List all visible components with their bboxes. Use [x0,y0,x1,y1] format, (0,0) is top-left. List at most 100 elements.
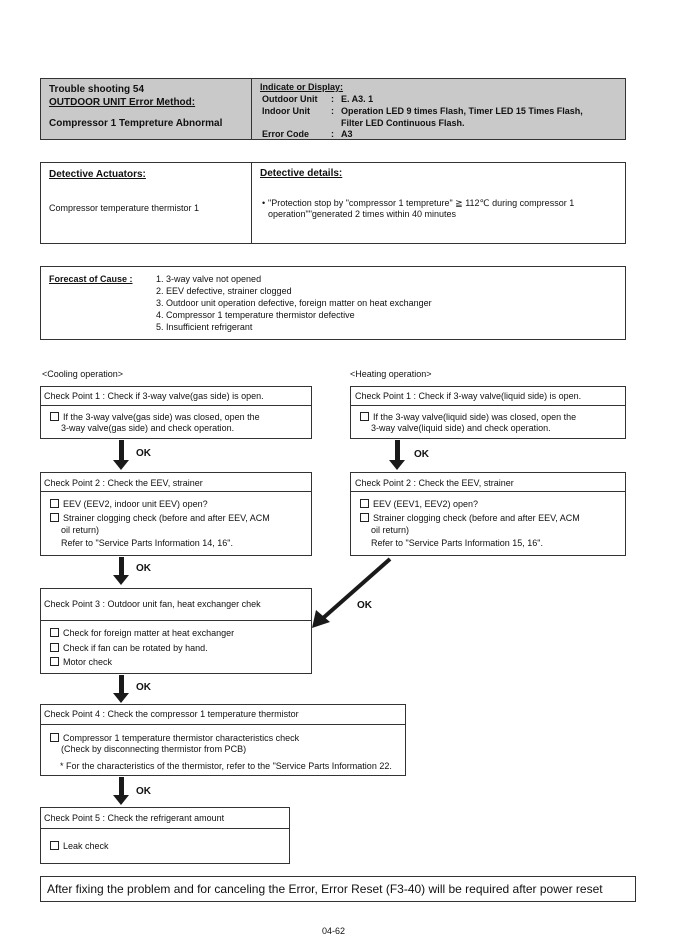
forecast-item-5: 5. Insufficient refrigerant [156,322,253,332]
error-code-value: A3 [341,129,353,139]
detective-box [40,162,626,244]
heating-cp1-divider [350,405,626,406]
detective-details-line-2: operation""generated 2 times within 40 m… [268,209,456,219]
cp4-item-1: Compressor 1 temperature thermistor char… [50,733,299,744]
heating-cp2-item-1: EEV (EEV1, EEV2) open? [360,499,478,510]
cp5-box [40,807,290,864]
heating-cp2-divider [350,491,626,492]
arrow-head-icon [113,460,129,470]
cooling-cp2-divider [40,491,312,492]
arrow-down-icon [119,440,124,460]
heating-cp2-item-2b: oil return) [371,525,410,535]
cooling-cp1-divider [40,405,312,406]
ok-label: OK [136,682,151,693]
header-divider [251,78,252,140]
arrow-head-icon [113,693,129,703]
detective-details-line-1: "Protection stop by "compressor 1 tempre… [268,198,575,208]
error-code-colon: : [331,129,334,139]
cp3-item-1: Check for foreign matter at heat exchang… [50,628,234,639]
heating-cp1-box [350,386,626,439]
detective-details-label: Detective details: [260,168,343,179]
arrow-head-icon [389,460,405,470]
ok-label: OK [357,600,372,611]
checkbox-icon [50,628,59,637]
cp5-item-1: Leak check [50,841,109,852]
heating-cp2-ref: Refer to "Service Parts Information 15, … [371,538,543,548]
cp4-note: * For the characteristics of the thermis… [60,761,392,771]
ok-label: OK [136,786,151,797]
detective-divider [251,162,252,244]
arrow-head-icon [113,575,129,585]
checkbox-icon [50,513,59,522]
cooling-cp1-line-2: 3-way valve(gas side) and check operatio… [61,423,235,433]
cooling-cp2-item-2: Strainer clogging check (before and afte… [50,513,270,524]
cooling-cp1-title: Check Point 1 : Check if 3-way valve(gas… [44,391,264,401]
arrow-down-icon [119,557,124,575]
detective-details-bullet: • [262,198,266,208]
ok-label: OK [136,448,151,459]
ok-label: OK [136,563,151,574]
cp3-divider [40,620,312,621]
heating-cp1-line-1: If the 3-way valve(liquid side) was clos… [360,412,576,423]
checkbox-icon [360,412,369,421]
forecast-box [40,266,626,340]
forecast-item-2: 2. EEV defective, strainer clogged [156,286,292,296]
arrow-head-icon [113,795,129,805]
cp3-item-3: Motor check [50,657,112,668]
heating-cp1-line-2: 3-way valve(liquid side) and check opera… [371,423,551,433]
checkbox-icon [50,499,59,508]
detective-actuators-label: Detective Actuators: [49,169,146,180]
checkbox-icon [360,513,369,522]
cooling-cp2-title: Check Point 2 : Check the EEV, strainer [44,478,203,488]
cp5-title: Check Point 5 : Check the refrigerant am… [44,813,225,823]
checkbox-icon [50,412,59,421]
ok-label: OK [414,449,429,460]
arrow-down-icon [395,440,400,460]
checkbox-icon [50,657,59,666]
checkbox-icon [360,499,369,508]
cp4-divider [40,724,406,725]
forecast-item-4: 4. Compressor 1 temperature thermistor d… [156,310,355,320]
outdoor-unit-value: E. A3. 1 [341,94,374,104]
cooling-cp2-box [40,472,312,556]
detective-actuators-value: Compressor temperature thermistor 1 [49,203,200,213]
footer-note-box [40,876,636,902]
checkbox-icon [50,733,59,742]
indoor-unit-label: Indoor Unit [262,106,310,116]
cooling-cp2-item-1: EEV (EEV2, indoor unit EEV) open? [50,499,208,510]
heating-cp1-title: Check Point 1 : Check if 3-way valve(liq… [355,391,582,401]
indicate-label: Indicate or Display: [260,82,344,92]
outdoor-unit-label: Outdoor Unit [262,94,318,104]
checkbox-icon [50,841,59,850]
cooling-operation-label: <Cooling operation> [42,369,124,379]
heating-operation-label: <Heating operation> [350,369,432,379]
indoor-unit-value-2: Filter LED Continuous Flash. [341,118,465,128]
header-box [40,78,626,140]
forecast-item-3: 3. Outdoor unit operation defective, for… [156,298,432,308]
heating-cp2-item-2: Strainer clogging check (before and afte… [360,513,580,524]
cp4-title: Check Point 4 : Check the compressor 1 t… [44,709,299,719]
cp3-item-2: Check if fan can be rotated by hand. [50,643,208,654]
cp4-item-1b: (Check by disconnecting thermistor from … [61,744,247,754]
indoor-unit-value-1: Operation LED 9 times Flash, Timer LED 1… [341,106,583,116]
error-name: Compressor 1 Tempreture Abnormal [49,118,223,129]
heating-cp2-title: Check Point 2 : Check the EEV, strainer [355,478,514,488]
cooling-cp2-ref: Refer to "Service Parts Information 14, … [61,538,233,548]
checkbox-icon [50,643,59,652]
forecast-label: Forecast of Cause : [49,274,133,284]
forecast-item-1: 1. 3-way valve not opened [156,274,262,284]
error-code-label: Error Code [262,129,310,139]
cp4-box [40,704,406,776]
indoor-colon: : [331,106,334,116]
page-number: 04-62 [322,926,346,936]
cp3-box [40,588,312,674]
arrow-down-icon [119,675,124,693]
error-method-label: OUTDOOR UNIT Error Method: [49,97,196,108]
heating-cp2-box [350,472,626,556]
outdoor-colon: : [331,94,334,104]
trouble-shooting-title: Trouble shooting 54 [49,84,145,95]
cooling-cp1-line-1: If the 3-way valve(gas side) was closed,… [50,412,260,423]
cp3-title: Check Point 3 : Outdoor unit fan, heat e… [44,599,261,609]
footer-note: After fixing the problem and for canceli… [47,882,603,896]
cp5-divider [40,828,290,829]
